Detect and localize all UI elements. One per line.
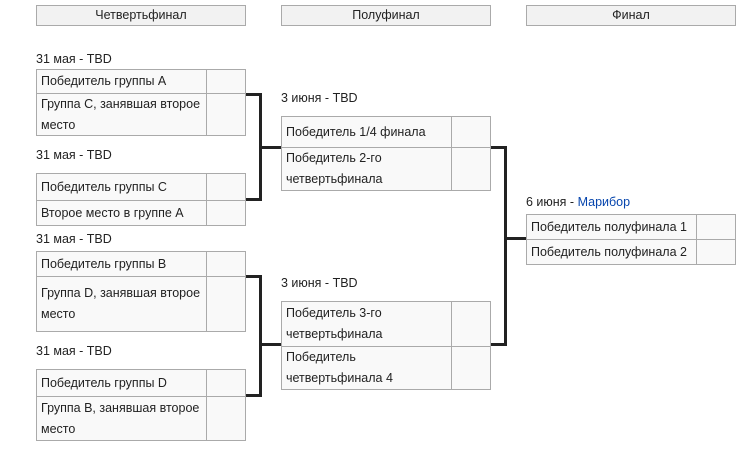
team-slot: Группа C, занявшая второе место bbox=[36, 93, 207, 136]
match-date-text: 6 июня - bbox=[526, 195, 578, 209]
team-slot: Второе место в группе A bbox=[36, 200, 207, 226]
team-slot: Победитель 1/4 финала bbox=[281, 116, 452, 148]
score-cell bbox=[696, 214, 736, 240]
match-date: 31 мая - TBD bbox=[36, 52, 112, 66]
team-slot: Победитель группы A bbox=[36, 69, 207, 94]
venue-link[interactable]: Марибор bbox=[577, 195, 631, 209]
header-semifinal: Полуфинал bbox=[281, 5, 491, 26]
match-date: 3 июня - TBD bbox=[281, 276, 358, 290]
score-cell bbox=[451, 147, 491, 191]
score-cell bbox=[451, 116, 491, 148]
team-slot: Победитель четвертьфинала 4 bbox=[281, 346, 452, 390]
team-slot: Победитель группы C bbox=[36, 173, 207, 201]
team-slot: Победитель группы D bbox=[36, 369, 207, 397]
match-date: 31 мая - TBD bbox=[36, 344, 112, 358]
score-cell bbox=[451, 346, 491, 390]
match-date: 6 июня - Марибор bbox=[526, 194, 630, 210]
team-slot: Группа B, занявшая второе место bbox=[36, 396, 207, 441]
score-cell bbox=[206, 173, 246, 201]
match-date: 31 мая - TBD bbox=[36, 232, 112, 246]
score-cell bbox=[206, 200, 246, 226]
score-cell bbox=[206, 69, 246, 94]
team-slot: Победитель полуфинала 1 bbox=[526, 214, 697, 240]
match-date: 3 июня - TBD bbox=[281, 91, 358, 105]
header-final: Финал bbox=[526, 5, 736, 26]
score-cell bbox=[206, 396, 246, 441]
team-slot: Победитель 2-го четвертьфинала bbox=[281, 147, 452, 191]
score-cell bbox=[206, 369, 246, 397]
header-quarterfinal: Четвертьфинал bbox=[36, 5, 246, 26]
team-slot: Победитель 3-го четвертьфинала bbox=[281, 301, 452, 347]
score-cell bbox=[451, 301, 491, 347]
match-date: 31 мая - TBD bbox=[36, 148, 112, 162]
score-cell bbox=[206, 93, 246, 136]
team-slot: Победитель группы B bbox=[36, 251, 207, 277]
score-cell bbox=[206, 251, 246, 277]
team-slot: Победитель полуфинала 2 bbox=[526, 239, 697, 265]
score-cell bbox=[696, 239, 736, 265]
score-cell bbox=[206, 276, 246, 332]
team-slot: Группа D, занявшая второе место bbox=[36, 276, 207, 332]
